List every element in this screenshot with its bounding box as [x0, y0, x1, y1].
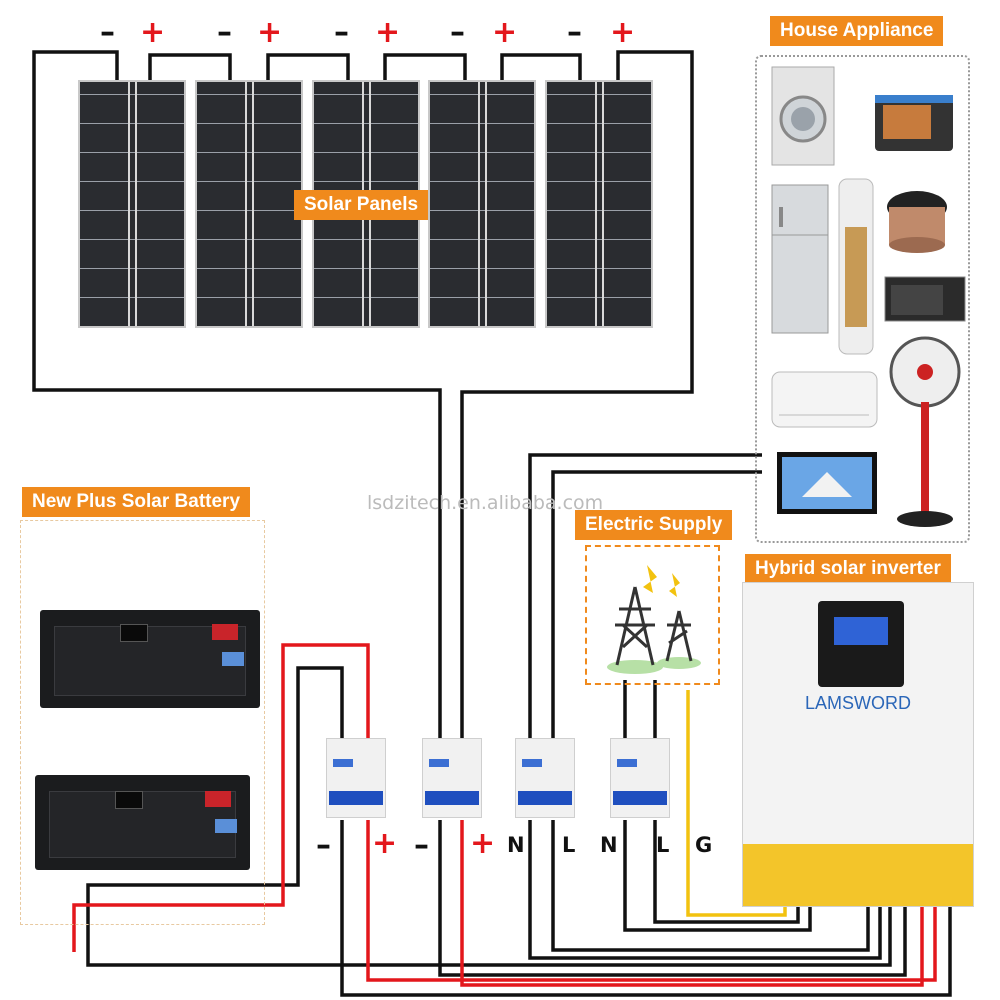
air-purifier-icon — [838, 178, 874, 355]
electric-supply-group — [585, 545, 720, 685]
panel-2-positive-sign: + — [257, 15, 283, 50]
battery-breaker — [326, 738, 386, 818]
solar-panel — [545, 80, 653, 328]
load-breaker — [515, 738, 575, 818]
panel-link-wire — [500, 53, 582, 80]
ground-terminal: G — [695, 833, 713, 857]
pv-breaker — [422, 738, 482, 818]
battery-positive-terminal: + — [372, 826, 398, 861]
hybrid-solar-inverter-label: Hybrid solar inverter — [745, 554, 951, 584]
panel-5-positive-sign: + — [610, 15, 636, 50]
battery-rack — [40, 610, 260, 708]
air-conditioner-icon — [771, 371, 878, 428]
battery-negative-out-wire — [340, 820, 952, 997]
load-line-wire — [551, 470, 762, 740]
grid-breaker — [610, 738, 670, 818]
grid-line-terminal: L — [656, 833, 670, 857]
watermark-text: lsdzitech.en.alibaba.com — [367, 492, 604, 514]
panel-link-wire — [266, 53, 350, 80]
panel-1-positive-sign: + — [140, 15, 166, 50]
battery-group — [20, 520, 265, 925]
grid-neutral-terminal: N — [600, 833, 618, 857]
electric-supply-label: Electric Supply — [575, 510, 733, 540]
panel-2-negative-sign: – — [217, 15, 232, 50]
solar-panel — [428, 80, 536, 328]
battery-rack — [35, 775, 250, 870]
pv-negative-wire — [32, 50, 442, 740]
panel-4-negative-sign: – — [450, 15, 465, 50]
solar-panels-label: Solar Panels — [294, 190, 429, 220]
battery-positive-out-wire — [366, 820, 937, 982]
microwave-icon — [884, 276, 966, 322]
panel-1-negative-sign: – — [100, 15, 115, 50]
battery-negative-terminal: – — [316, 828, 331, 863]
pv-positive-out-wire — [460, 820, 924, 987]
battery-negative-wire — [86, 666, 892, 967]
house-appliance-label: House Appliance — [770, 16, 944, 46]
load-neutral-out-wire — [528, 820, 882, 960]
load-neutral-wire — [528, 453, 762, 740]
panel-5-negative-sign: – — [567, 15, 582, 50]
panel-4-positive-sign: + — [492, 15, 518, 50]
grid-neutral-out-wire — [623, 820, 812, 932]
washing-machine-icon — [771, 66, 835, 166]
pv-positive-wire — [460, 50, 694, 740]
new-plus-solar-battery-label: New Plus Solar Battery — [22, 487, 251, 517]
load-line-terminal: L — [562, 833, 576, 857]
panel-3-negative-sign: – — [334, 15, 349, 50]
solar-panel — [195, 80, 303, 328]
pv-negative-terminal: – — [414, 828, 429, 863]
ground-wire — [686, 690, 787, 917]
tv-icon — [777, 452, 877, 514]
load-neutral-terminal: N — [507, 833, 525, 857]
pv-negative-out-wire — [438, 820, 907, 977]
fan-icon — [889, 336, 961, 527]
grid-line-out-wire — [653, 820, 800, 924]
rice-cooker-icon — [887, 191, 947, 253]
load-line-out-wire — [551, 820, 870, 952]
appliance-group — [755, 55, 970, 543]
inverter-display — [818, 601, 904, 687]
power-tower-icon — [607, 565, 701, 674]
fridge-icon — [771, 184, 829, 334]
oven-icon — [875, 95, 953, 151]
solar-panel — [78, 80, 186, 328]
brand-logo: LAMSWORD — [804, 693, 911, 713]
hybrid-inverter: LAMSWORD — [742, 582, 974, 907]
panel-link-wire — [383, 53, 467, 80]
panel-3-positive-sign: + — [375, 15, 401, 50]
panel-link-wire — [148, 53, 232, 80]
battery-positive-wire — [72, 643, 370, 952]
pv-positive-terminal: + — [470, 826, 496, 861]
